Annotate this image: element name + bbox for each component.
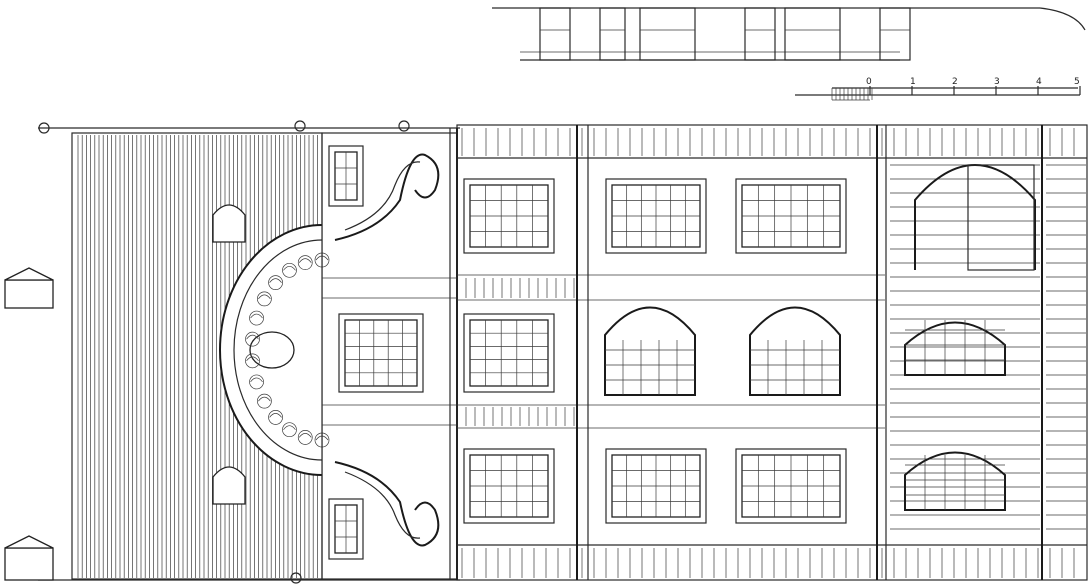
gable-roof-section (4, 120, 460, 584)
scale-label-1: 1 (910, 77, 916, 87)
window-frame (605, 448, 707, 524)
main-facade (328, 124, 1088, 581)
window-frame (328, 498, 364, 560)
window-pane (344, 319, 418, 387)
scale-label-0: 0 (866, 77, 872, 87)
window-frame (735, 448, 847, 524)
window-frame (338, 313, 424, 393)
window-pane (469, 319, 549, 387)
top-section-strip (492, 7, 1086, 61)
scale-bar: 0 1 2 3 4 5 (795, 77, 1081, 101)
window-frame (463, 313, 555, 393)
scale-label-4: 4 (1036, 77, 1042, 87)
scale-label-3: 3 (994, 77, 1000, 87)
scale-label-5: 5 (1074, 77, 1080, 87)
window-frame (735, 178, 847, 254)
window-frame (463, 178, 555, 254)
window-frame (463, 448, 555, 524)
window-frame (328, 145, 364, 207)
scale-label-2: 2 (952, 77, 958, 87)
window-frame (605, 178, 707, 254)
